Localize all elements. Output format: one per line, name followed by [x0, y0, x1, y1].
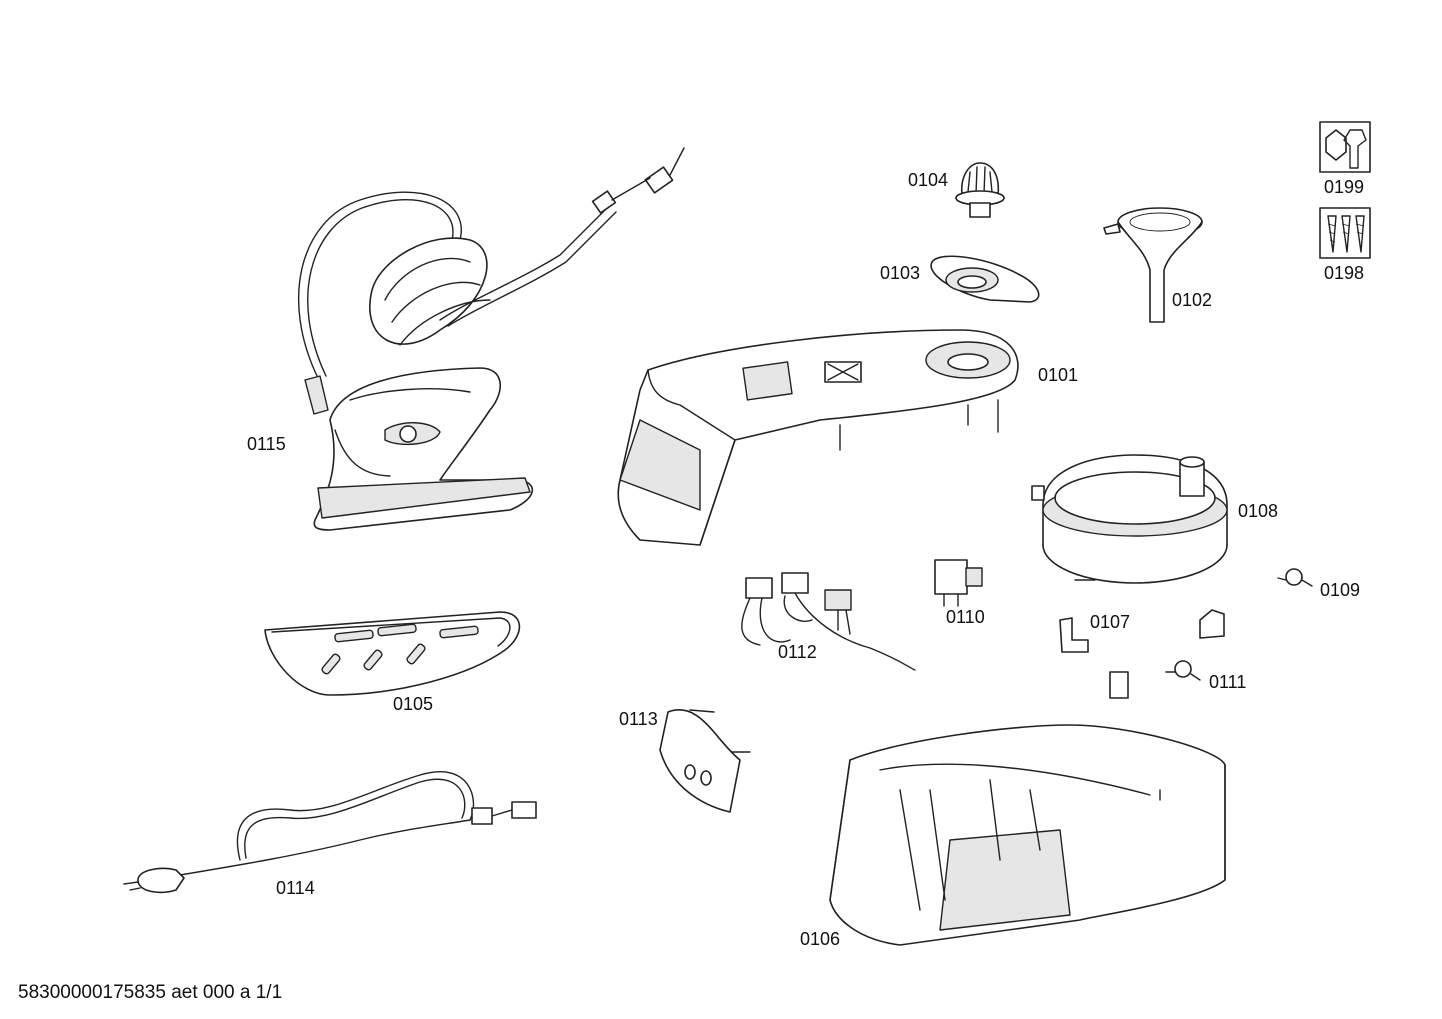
boiler-part — [1031, 454, 1228, 584]
iron-with-hose-part — [298, 147, 685, 531]
part-label-0199: 0199 — [1324, 177, 1365, 197]
filler-cap-ring-part — [930, 255, 1040, 303]
funnel-part — [1103, 207, 1203, 323]
part-label-0112: 0112 — [778, 642, 817, 662]
part-label-0115: 0115 — [247, 434, 286, 454]
part-label-0106: 0106 — [800, 929, 841, 949]
part-label-0108: 0108 — [1238, 501, 1279, 521]
part-label-0103: 0103 — [880, 263, 921, 283]
part-label-0109: 0109 — [1320, 580, 1361, 600]
part-label-0111: 0111 — [1209, 672, 1247, 692]
part-label-0105: 0105 — [393, 694, 434, 714]
knob-part — [955, 162, 1005, 218]
power-cord-part — [123, 771, 537, 894]
thermostat-0111-part — [1165, 660, 1201, 681]
part-label-0104: 0104 — [908, 170, 949, 190]
part-label-0198: 0198 — [1324, 263, 1365, 283]
pump-part — [934, 559, 983, 607]
bracket-part — [1059, 609, 1225, 699]
base-cover-part — [617, 329, 1019, 546]
switch-panel-part — [659, 709, 751, 813]
part-label-0107: 0107 — [1090, 612, 1131, 632]
part-label-0113: 0113 — [619, 709, 658, 729]
screws-kit-icon — [1319, 207, 1371, 259]
thermostat-0109-part — [1277, 568, 1313, 587]
base-housing-part — [829, 724, 1226, 946]
part-label-0114: 0114 — [276, 878, 315, 898]
document-id-footer: 58300000175835 aet 000 a 1/1 — [18, 982, 283, 1003]
part-label-0110: 0110 — [946, 607, 985, 627]
part-label-0102: 0102 — [1172, 290, 1213, 310]
tool-kit-icon — [1319, 121, 1371, 173]
part-label-0101: 0101 — [1038, 365, 1079, 385]
iron-rest-mat-part — [264, 611, 521, 696]
wiring-harness-part — [741, 572, 916, 671]
